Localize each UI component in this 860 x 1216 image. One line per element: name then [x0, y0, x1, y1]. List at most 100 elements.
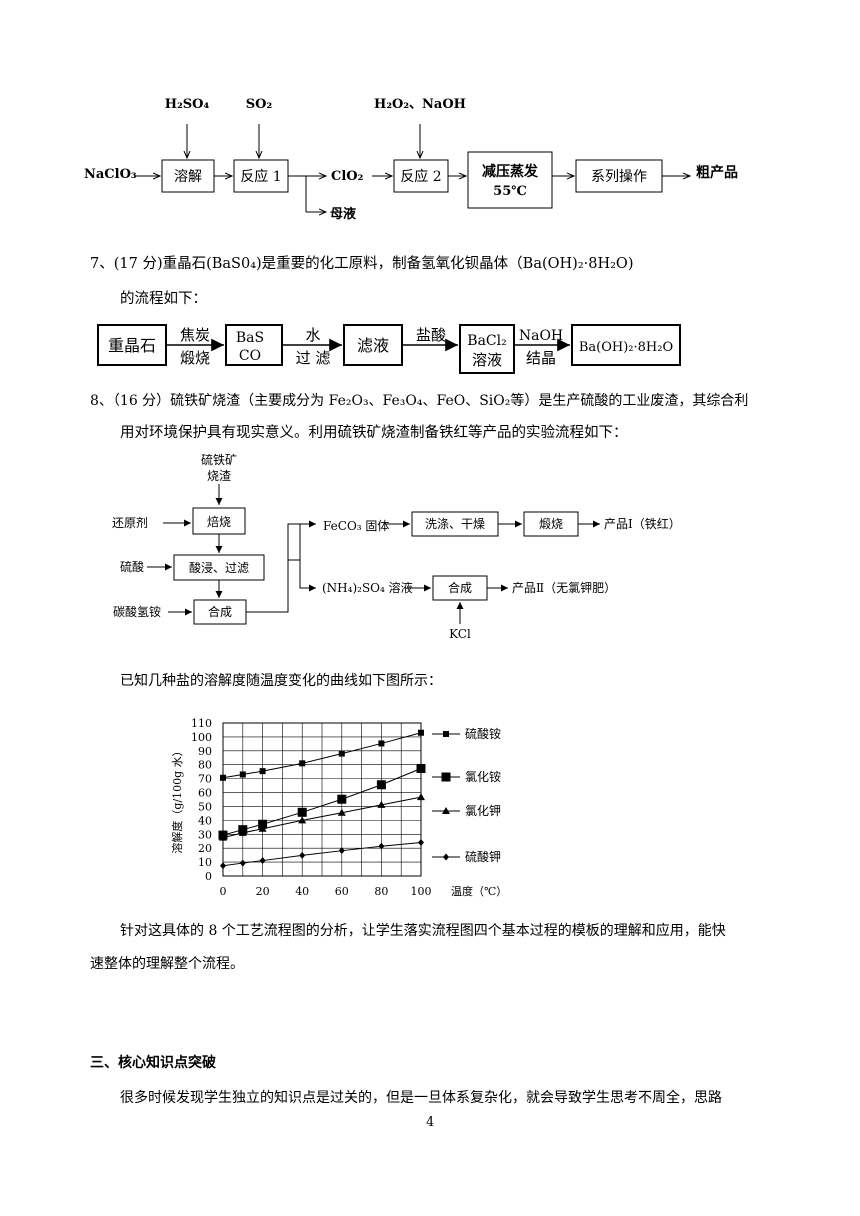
- section3-heading: 三、核心知识点突破: [90, 1055, 216, 1071]
- legend-label: 氯化钾: [465, 804, 501, 818]
- box-solution-label: 溶液: [472, 351, 502, 369]
- page-number: 4: [426, 1115, 435, 1130]
- box-wash-dry-label: 洗涤、干燥: [425, 517, 485, 531]
- data-point-2: [417, 793, 425, 801]
- start-naclo3: NaClO₃: [84, 167, 137, 182]
- y-tick-label: 10: [198, 856, 212, 869]
- y-tick-label: 80: [198, 759, 212, 772]
- step2-top: 水: [305, 326, 320, 344]
- x-axis-label: 温度（℃）: [451, 884, 507, 898]
- step4-top: NaOH: [519, 328, 563, 344]
- box-baoh2: [571, 324, 681, 366]
- box-baoh2-label: Ba(OH)₂·8H₂O: [579, 340, 673, 355]
- data-point-2: [298, 816, 307, 824]
- data-point-1: [416, 763, 426, 773]
- data-point-3: [239, 859, 246, 867]
- legend-marker: [442, 807, 450, 814]
- reagent-h2so4: H₂SO₄: [165, 97, 210, 112]
- box-synthesis-label: 合成: [208, 604, 232, 619]
- product-crude: 粗产品: [696, 164, 738, 181]
- intermediate-feco3: FeCO₃ 固体: [323, 519, 389, 533]
- data-point-1: [258, 819, 268, 829]
- box-bacl2-label: BaCl₂: [467, 333, 506, 349]
- y-tick-label: 100: [191, 731, 212, 744]
- data-point-2: [337, 808, 346, 816]
- legend-label: 氯化铵: [465, 769, 501, 784]
- analysis-line1: 针对这具体的 8 个工艺流程图的分析，让学生落实流程图四个基本过程的模板的理解和…: [120, 923, 726, 939]
- data-point-3: [259, 857, 266, 865]
- data-point-1: [297, 807, 307, 817]
- box-bacl2: [459, 324, 515, 374]
- step4-bottom: 结晶: [526, 349, 556, 367]
- y-tick-label: 60: [198, 787, 212, 800]
- product1-iron-red: 产品Ⅰ（铁红）: [604, 516, 681, 531]
- data-point-2: [258, 824, 267, 832]
- x-tick-label: 20: [256, 885, 270, 898]
- box-leach-filter-label: 酸浸、过滤: [189, 560, 249, 575]
- data-point-0: [418, 729, 424, 736]
- legend-marker: [443, 731, 449, 737]
- data-point-0: [220, 774, 226, 781]
- flow-chart-baoh2: 重晶石 焦炭 煅烧 BaS CO 水 过 滤 滤液 盐酸 BaCl₂ 溶液 Na…: [97, 324, 681, 374]
- analysis-line2: 速整体的理解整个流程。: [90, 956, 244, 972]
- y-axis-label: 溶解度（g/100g 水）: [170, 745, 184, 853]
- q7-text-line1: 7、(17 分)重晶石(BaS0₄)是重要的化工原料，制备氢氧化钡晶体（Ba(O…: [90, 256, 634, 272]
- reagent-so2: SO₂: [246, 97, 272, 112]
- box-evaporate: [467, 151, 553, 209]
- q8-text-line2: 用对环境保护具有现实意义。利用硫铁矿烧渣制备铁红等产品的实验流程如下：: [120, 425, 628, 441]
- q7-text-line2: 的流程如下：: [120, 291, 207, 307]
- data-point-3: [338, 847, 345, 855]
- x-tick-label: 80: [374, 885, 388, 898]
- y-tick-label: 0: [205, 870, 212, 883]
- box-calcine-label: 煅烧: [539, 516, 563, 531]
- box-series-ops-label: 系列操作: [591, 169, 647, 185]
- data-point-3: [299, 851, 306, 859]
- data-point-3: [418, 838, 424, 846]
- reagent-sulfuric-acid: 硫酸: [120, 559, 144, 574]
- data-point-0: [338, 750, 345, 757]
- box-evaporate-line1: 减压蒸发: [482, 163, 539, 180]
- box-dissolve-label: 溶解: [174, 169, 202, 185]
- box-bas-label: BaS: [236, 330, 264, 346]
- data-point-1: [376, 780, 386, 790]
- data-point-3: [220, 862, 226, 870]
- byproduct-mother-liquor: 母液: [330, 206, 356, 222]
- y-tick-label: 40: [198, 814, 212, 827]
- section3-line1: 很多时候发现学生独立的知识点是过关的，但是一旦体系复杂化，就会导致学生思考不周全…: [120, 1090, 722, 1106]
- box-evaporate-line2: 55℃: [493, 184, 527, 199]
- raw-pyrite-l2: 烧渣: [207, 469, 231, 483]
- step3-top: 盐酸: [416, 326, 446, 344]
- intermediate-clo2: ClO₂: [331, 169, 363, 184]
- data-point-0: [239, 771, 246, 778]
- y-tick-label: 50: [198, 800, 212, 813]
- legend-marker: [441, 772, 451, 782]
- x-tick-label: 100: [411, 885, 432, 898]
- y-tick-label: 30: [198, 828, 212, 841]
- x-tick-label: 40: [295, 885, 309, 898]
- box-filtrate-label: 滤液: [357, 336, 389, 355]
- legend-label: 硫酸钾: [465, 849, 501, 864]
- x-tick-label: 60: [335, 885, 349, 898]
- box-barite-label: 重晶石: [108, 336, 156, 355]
- reagent-reductant: 还原剂: [112, 515, 148, 530]
- intermediate-ammonium-sulfate: (NH₄)₂SO₄ 溶液: [322, 580, 413, 595]
- step2-bottom: 过 滤: [296, 349, 331, 367]
- reagent-kcl: KCl: [449, 627, 471, 641]
- reagent-h2o2-naoh: H₂O₂、NaOH: [374, 97, 466, 112]
- flow-chart-iron-red: 硫铁矿 烧渣 还原剂 焙烧 硫酸 酸浸、过滤 碳酸氢铵 合成 FeCO₃ 固体 …: [112, 452, 681, 641]
- box-synthesis2-label: 合成: [448, 580, 472, 595]
- data-point-3: [378, 842, 385, 850]
- data-point-0: [378, 740, 385, 747]
- product2-potash: 产品Ⅱ（无氯钾肥）: [512, 581, 616, 595]
- y-tick-label: 110: [191, 717, 212, 730]
- data-point-2: [219, 833, 227, 841]
- data-point-1: [337, 794, 347, 804]
- reagent-ammonium-bicarbonate: 碳酸氢铵: [113, 604, 161, 619]
- legend-label: 硫酸铵: [465, 726, 501, 741]
- data-point-0: [299, 760, 306, 767]
- data-point-2: [377, 800, 386, 808]
- solubility-intro: 已知几种盐的溶解度随温度变化的曲线如下图所示：: [120, 673, 442, 689]
- data-point-0: [259, 768, 266, 775]
- step1-bottom: 煅烧: [180, 349, 210, 367]
